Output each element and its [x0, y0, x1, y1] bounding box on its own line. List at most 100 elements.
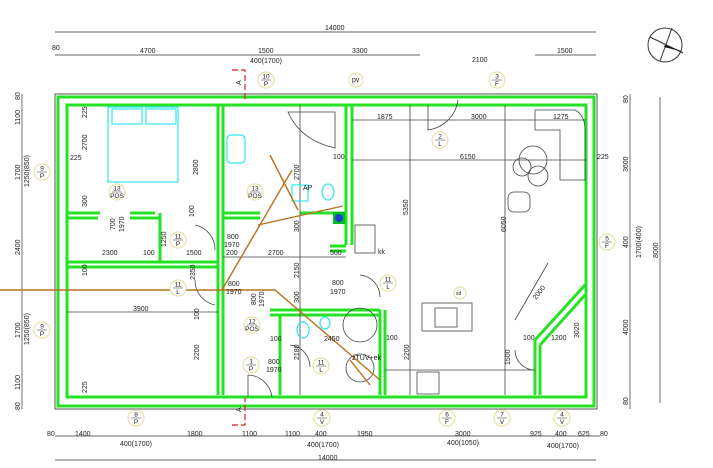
- section-markers: A A: [232, 69, 246, 426]
- element-tag: 7V: [493, 409, 511, 427]
- dim-label: 2700: [268, 250, 284, 257]
- tag-type: P: [40, 173, 44, 180]
- dim-label: 400(1700): [547, 443, 579, 450]
- dim-label: 400(1700): [120, 441, 152, 448]
- ap-label: AP: [303, 185, 313, 192]
- dim-label: 225: [82, 381, 89, 393]
- dim-label: 1500: [557, 48, 573, 55]
- dim-label: 300: [294, 220, 301, 232]
- tag-number: 13: [251, 186, 259, 193]
- dim-label: 1250(850): [24, 155, 31, 187]
- dim-label: 3300: [352, 48, 368, 55]
- tag-number: 10: [262, 74, 270, 81]
- tag-number: 4: [560, 412, 564, 419]
- dim-label: 925: [530, 431, 542, 438]
- tag-number: 11: [175, 282, 182, 289]
- dim-label: 2100: [472, 57, 488, 64]
- tag-type: F: [495, 81, 499, 88]
- dim-label: 700: [110, 218, 117, 230]
- dim-label: 100: [194, 308, 201, 320]
- dim-label: 4700: [140, 48, 156, 55]
- dim-label: 800: [228, 281, 240, 288]
- dim-label: 8000: [653, 242, 660, 258]
- dim-label: 1500: [258, 48, 274, 55]
- dimension-lines: [21, 31, 661, 461]
- sd-label: sd: [456, 291, 462, 297]
- dim-label: 2300: [102, 250, 118, 257]
- dim-label: 3020: [574, 322, 581, 338]
- tag-type: POS: [245, 326, 259, 333]
- dim-label: 800: [268, 359, 280, 366]
- dim-label: 1970: [226, 289, 242, 296]
- pv-label: pv: [352, 77, 360, 84]
- dim-label: 3600: [623, 156, 630, 172]
- element-tag: 11P: [169, 231, 187, 249]
- element-tag: 9P: [33, 321, 51, 339]
- section-label: A: [236, 80, 243, 85]
- dim-label: 80: [52, 45, 60, 52]
- tag-type: V: [560, 419, 565, 426]
- dim-label: 80: [623, 95, 630, 103]
- dim-label: 2200: [404, 344, 411, 360]
- dim-label: 1400: [75, 431, 91, 438]
- dim-label: 1950: [357, 431, 373, 438]
- dim-label: 2400: [15, 239, 22, 255]
- tag-type: P: [264, 81, 268, 88]
- dim-label: 80: [15, 402, 22, 410]
- dim-label: 80: [623, 397, 630, 405]
- dim-label: 4000: [623, 319, 630, 335]
- dim-label: 2450: [324, 336, 340, 343]
- element-tag: 11L: [312, 357, 330, 375]
- tag-number: 13: [113, 186, 121, 193]
- tag-number: 8: [134, 412, 138, 419]
- tag-number: 6: [445, 412, 449, 419]
- dim-label: 80: [600, 431, 608, 438]
- tag-type: L: [176, 289, 180, 296]
- dim-label: 2150: [294, 262, 301, 278]
- tag-type: P: [249, 366, 253, 373]
- tag-number: 9: [40, 166, 44, 173]
- dim-label: 1700: [15, 322, 22, 338]
- dim-label: 2800: [193, 159, 200, 175]
- element-tag: 11L: [169, 279, 187, 297]
- dim-label: 800: [332, 280, 344, 287]
- dim-label: 400: [555, 431, 567, 438]
- dim-label: 5350: [403, 199, 410, 215]
- dim-label: 225: [70, 155, 82, 162]
- tag-type: F: [445, 419, 449, 426]
- element-tag: 4V: [553, 409, 571, 427]
- tag-type: POS: [248, 193, 262, 200]
- dim-label: 800: [227, 234, 239, 241]
- dim-label: 100: [270, 336, 282, 343]
- dim-label: 100: [386, 335, 398, 342]
- dim-label: 800: [251, 293, 258, 305]
- dim-label: 6050: [501, 216, 508, 232]
- dim-label: 400: [623, 236, 630, 248]
- dim-label: 1100: [242, 431, 257, 438]
- element-tag: 1P: [242, 356, 260, 374]
- dim-label: 3900: [133, 306, 149, 313]
- kk-label: kk: [378, 249, 386, 256]
- dim-label: 100: [82, 264, 89, 276]
- element-tag: 6F: [438, 409, 456, 427]
- dim-label: 1200: [551, 335, 567, 342]
- tag-number: 7: [500, 412, 504, 419]
- tag-number: 5: [605, 236, 609, 243]
- section-label: A: [236, 407, 243, 412]
- annotations: pv kk AP zTUV+ek sd: [303, 72, 467, 362]
- pipes: [0, 154, 381, 386]
- tag-number: 11: [385, 277, 392, 284]
- tag-type: P: [134, 419, 138, 426]
- dim-label: 400(1700): [250, 58, 282, 65]
- dim-label: 100: [333, 154, 345, 161]
- walls: [54, 93, 598, 410]
- tag-type: L: [319, 367, 323, 374]
- tag-number: 3: [495, 74, 499, 81]
- dim-label: 625: [578, 431, 590, 438]
- dim-label: 2700: [294, 164, 301, 180]
- dim-label: 1800: [187, 431, 203, 438]
